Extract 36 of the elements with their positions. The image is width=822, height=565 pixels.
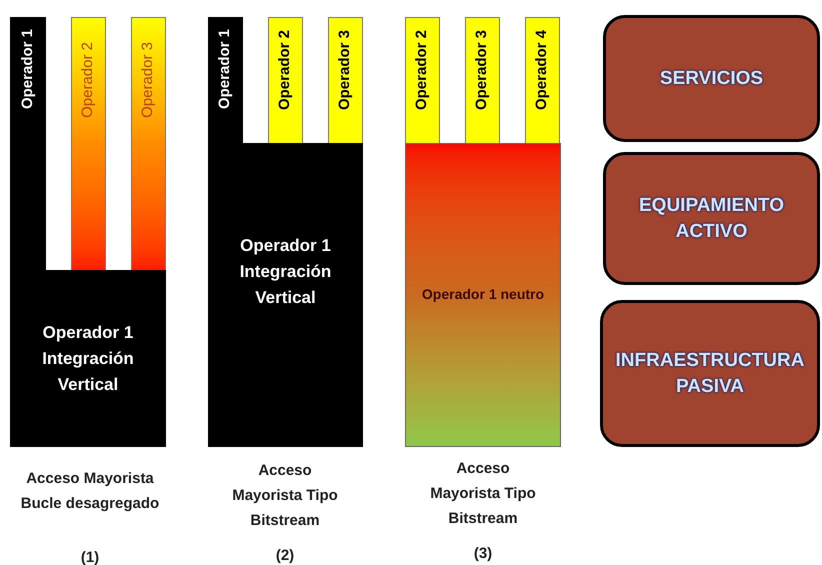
node-label: Operador 2 — [78, 42, 98, 118]
layer-box — [600, 300, 820, 447]
layer-box — [603, 15, 820, 142]
node-label: EQUIPAMIENTO ACTIVO — [638, 194, 785, 244]
node-label: Operador 3 — [138, 42, 158, 118]
node-label: Operador 1 — [215, 29, 234, 110]
operator-bar — [525, 17, 560, 144]
operator-bar — [208, 17, 243, 144]
caption: (1) — [80, 548, 100, 565]
caption: Acceso Mayorista Tipo Bitstream — [231, 461, 339, 531]
operator-block — [10, 270, 166, 447]
node-label: Operador 4 — [532, 30, 552, 110]
node-label: Operador 2 — [275, 30, 294, 110]
node-label: Operador 3 — [335, 30, 354, 110]
node-label: Operador 1 Integración Vertical — [41, 322, 135, 396]
operator-bar — [328, 17, 363, 144]
caption: (2) — [274, 546, 296, 565]
node-label: Operador 3 — [472, 30, 492, 110]
operator-bar — [10, 17, 46, 271]
operator-bar — [268, 17, 303, 144]
node-label: INFRAESTRUCTURA PASIVA — [614, 348, 806, 398]
caption: Acceso Mayorista Bucle desagregado — [20, 469, 160, 514]
operator-block — [208, 143, 363, 447]
operator-bar — [405, 17, 440, 144]
layer-box — [603, 152, 820, 285]
operator-bar — [465, 17, 500, 144]
operator-bar — [131, 17, 166, 271]
caption: Acceso Mayorista Tipo Bitstream — [429, 459, 537, 529]
caption: (3) — [472, 544, 494, 564]
node-label: Operador 1 — [18, 29, 37, 110]
node-label: Operador 1 neutro — [422, 285, 544, 304]
node-label: Operador 2 — [412, 30, 432, 110]
operator-block — [405, 143, 561, 447]
node-label: SERVICIOS — [658, 66, 764, 90]
node-label: Operador 1 Integración Vertical — [238, 235, 332, 309]
operator-bar — [71, 17, 106, 271]
